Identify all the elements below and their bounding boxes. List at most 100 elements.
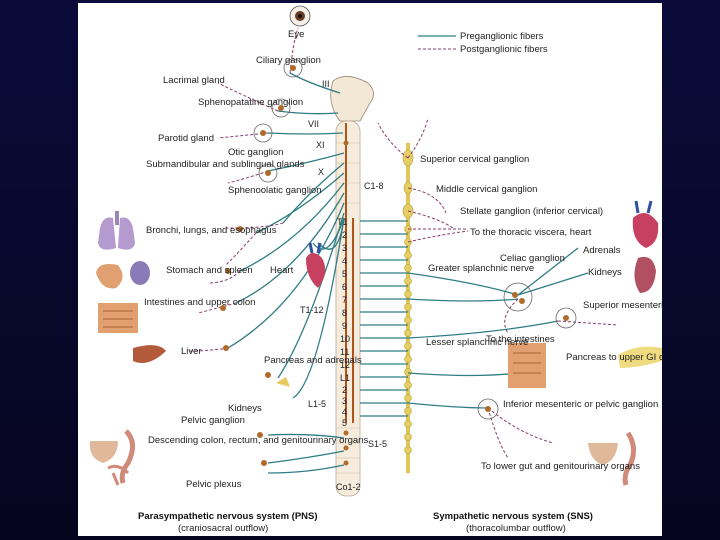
pancreas-ganglion — [265, 372, 271, 378]
lungs-illustration — [98, 211, 135, 250]
stellate-label: Stellate ganglion (inferior cervical) — [460, 206, 603, 217]
stomach-label: Stomach and spleen — [166, 265, 253, 276]
parotid-label: Parotid gland — [158, 133, 214, 144]
sphenoolatic-dot — [265, 170, 271, 176]
cord-dot — [343, 140, 349, 146]
intestine-illustration — [98, 303, 138, 333]
submandibular-label: Submandibular and sublingual glands — [146, 159, 305, 170]
segment-label: 12 — [340, 360, 350, 370]
pns-cranial-post — [187, 27, 299, 352]
eye-label: Eye — [288, 29, 304, 40]
eye — [289, 5, 311, 27]
diagram-panel: Preganglionic fibers Postganglionic fibe… — [78, 3, 662, 536]
liver-illustration — [133, 345, 166, 364]
sns-pre-fibers — [360, 220, 589, 417]
segment-label: 4 — [342, 407, 347, 417]
pns-cranial-fibers — [227, 72, 345, 474]
sns-post-fibers — [377, 117, 619, 459]
segment-label: 2 — [342, 385, 347, 395]
chain-ganglia — [402, 149, 414, 454]
segment-label: 2 — [342, 230, 347, 240]
superior-cervical-label: Superior cervical ganglion — [420, 154, 529, 165]
pns-ganglia — [220, 58, 349, 466]
superior-mesenteric-label: Superior mesenteric ganglion — [583, 300, 662, 311]
nerve-x-label: X — [318, 167, 324, 177]
segment-label: L1 — [340, 373, 350, 383]
otic-dot — [260, 130, 266, 136]
heart-illustration-sns — [632, 200, 659, 248]
segment-label: 5 — [342, 269, 347, 279]
middle-cervical-label: Middle cervical ganglion — [436, 184, 537, 195]
autonomic-diagram: Preganglionic fibers Postganglionic fibe… — [89, 5, 662, 534]
celiac-label: Celiac ganglion — [500, 253, 565, 264]
otic-ring — [253, 123, 273, 143]
nerve-iii-label: III — [322, 79, 330, 89]
celiac-ring — [503, 282, 533, 312]
segment-label: 5 — [342, 418, 347, 428]
legend-post-label: Postganglionic fibers — [460, 44, 548, 55]
stomach-ganglion — [225, 268, 231, 274]
sphenopalatine-dot — [278, 105, 284, 111]
celiac-dot — [519, 298, 525, 304]
bronchi-ganglion — [237, 226, 243, 232]
lacrimal-label: Lacrimal gland — [163, 75, 225, 86]
cord-dot — [343, 430, 349, 436]
inf-mesenteric-ring — [477, 398, 499, 420]
segment-label: 11 — [340, 347, 349, 357]
pelvic-plexus-dot — [261, 460, 267, 466]
ciliary-ring — [283, 58, 303, 78]
segment-label: 4 — [342, 256, 347, 266]
sns-subtitle: (thoracolumbar outflow) — [466, 523, 566, 534]
inf-mesenteric-dot — [485, 406, 491, 412]
to-intestines-label: To the intestines — [486, 334, 555, 345]
adrenals-label: Adrenals — [583, 245, 621, 256]
heart-illustration-pns — [306, 242, 326, 288]
pancreas-label: Pancreas and adrenals — [264, 355, 362, 366]
ciliary-dot — [290, 65, 296, 71]
co1-2-label: Co1-2 — [336, 482, 361, 492]
reproductive-illustration-sns — [588, 431, 636, 486]
nerve-xi-label: XI — [316, 140, 325, 150]
kidney-illustration — [634, 256, 656, 293]
segment-label: 10 — [340, 334, 350, 344]
lesser-splanchnic-label: Lesser splanchnic nerve — [426, 337, 528, 348]
liver-ganglion — [223, 345, 229, 351]
lower-gut-label: To lower gut and genitourinary organs — [481, 461, 640, 472]
greater-splanchnic-label: Greater splanchnic nerve — [428, 263, 534, 274]
pancreas-illustration-pns — [276, 377, 290, 387]
heart-label: Heart — [270, 265, 294, 276]
sns-ganglia — [477, 282, 577, 420]
intestine-ganglion — [220, 305, 226, 311]
sphenoolatic-ring — [258, 163, 278, 183]
cord-dot — [343, 460, 349, 466]
segment-label: 8 — [342, 308, 347, 318]
thoracic-label: To the thoracic viscera, heart — [470, 227, 592, 238]
cord-dot — [343, 445, 349, 451]
c1-8-label: C1-8 — [364, 181, 384, 191]
intestine-illustration-sns — [508, 343, 546, 388]
liver-label: Liver — [181, 346, 202, 357]
segment-label: 7 — [342, 295, 347, 305]
brainstem — [330, 76, 374, 122]
pelvic-ganglion-dot — [257, 432, 263, 438]
sphenoolatic-label: Sphenoolatic ganglion — [228, 185, 322, 196]
sup-mesenteric-ring — [555, 307, 577, 329]
segment-label: 6 — [342, 282, 347, 292]
segment-label: 9 — [342, 321, 347, 331]
pns-subtitle: (craniosacral outflow) — [178, 523, 268, 534]
sphenopalatine-ring — [271, 98, 291, 118]
s1-5-label: S1-5 — [368, 439, 387, 449]
pelvic-ganglion-label: Pelvic ganglion — [181, 415, 245, 426]
sphenopalatine-label: Sphenopatatine ganglion — [198, 97, 303, 108]
bladder-illustration — [89, 429, 135, 486]
segment-label: 3 — [342, 243, 347, 253]
nerve-vii-label: VII — [308, 119, 319, 129]
legend: Preganglionic fibers Postganglionic fibe… — [418, 31, 548, 55]
segment-label: 3 — [342, 396, 347, 406]
stomach-illustration — [96, 261, 150, 289]
kidneys-label: Kidneys — [228, 403, 262, 414]
pancreas-gi-label: Pancreas to upper GI organs — [566, 352, 662, 363]
inferior-mesenteric-label: Inferior mesenteric or pelvic ganglion — [503, 399, 658, 410]
ciliary-label: Ciliary ganglion — [256, 55, 321, 66]
